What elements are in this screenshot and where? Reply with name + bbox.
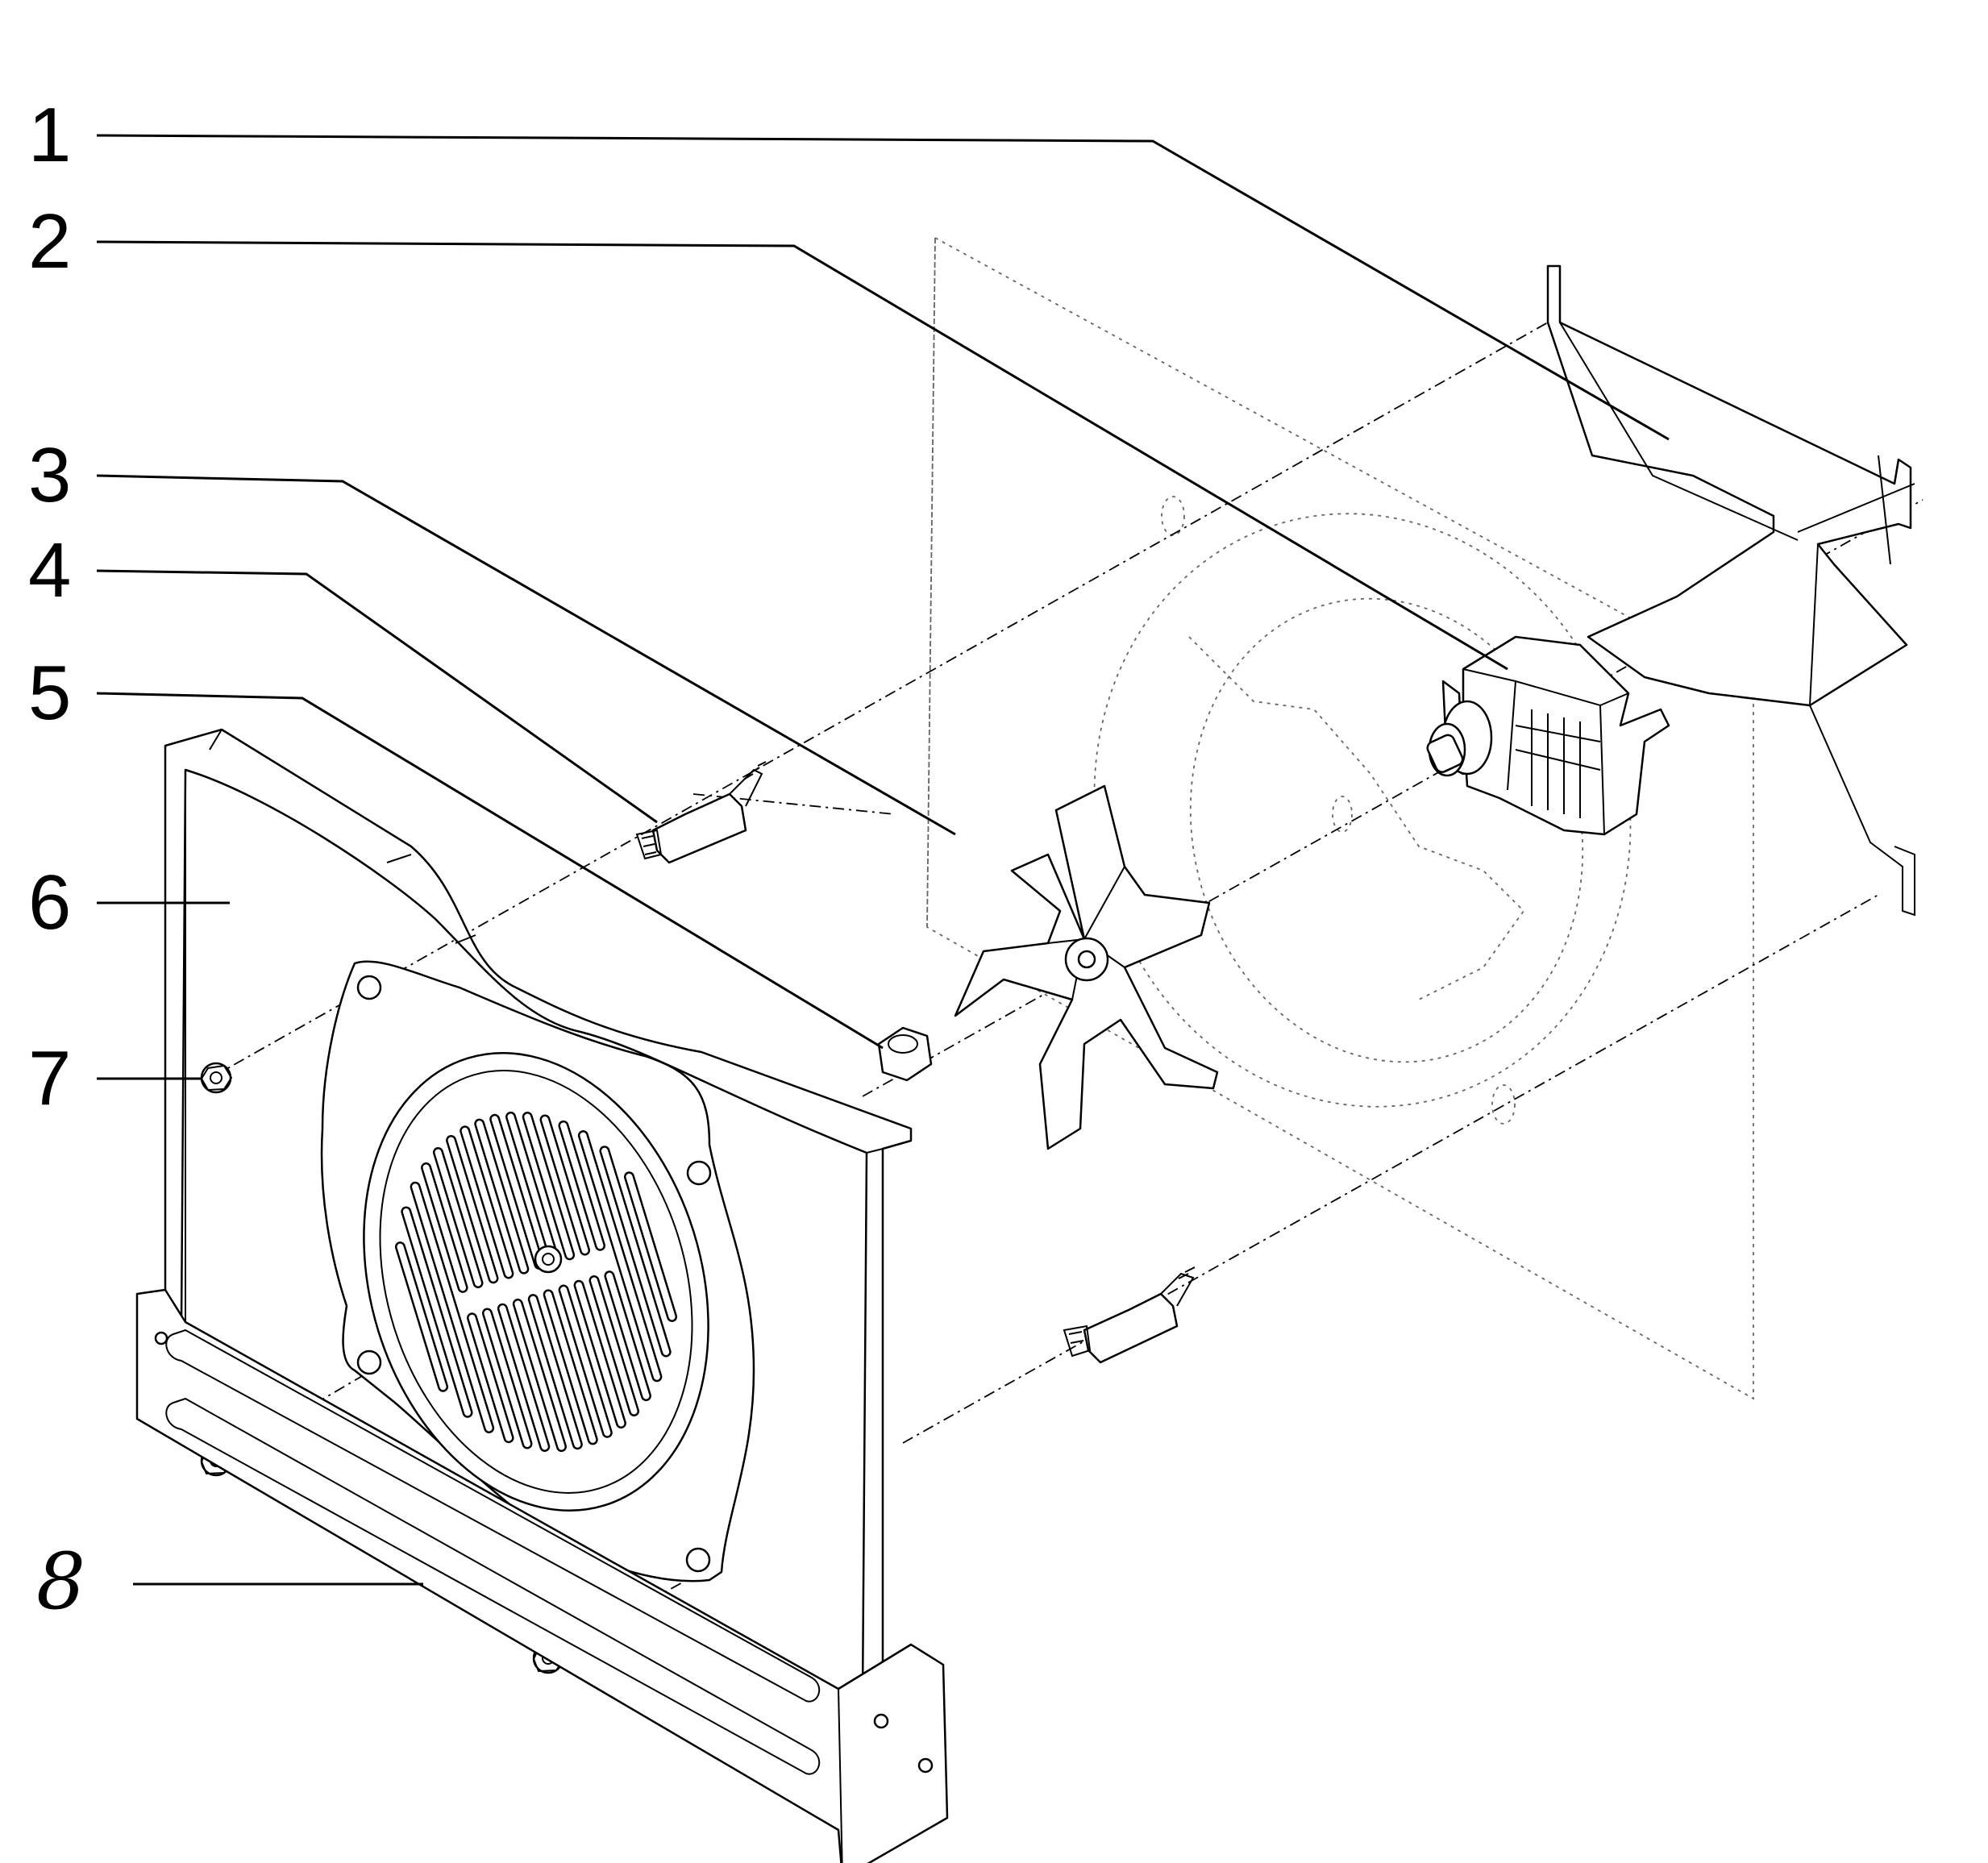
mounting-bracket xyxy=(1546,264,1915,917)
fan-blade xyxy=(954,784,1219,1150)
flange-nut-center xyxy=(534,1245,563,1274)
callout-6: 6 xyxy=(28,859,71,946)
grille-slot-inner xyxy=(422,1164,467,1291)
grille-slot-inner xyxy=(397,1243,447,1391)
callout-1: 1 xyxy=(28,92,71,178)
grille-slot-inner xyxy=(476,1121,527,1273)
callout-8: 8 xyxy=(36,1537,85,1627)
leader-1 xyxy=(96,134,1670,441)
callout-numbers: 1 2 3 4 5 6 7 8 xyxy=(28,92,85,1627)
grille-slot-inner xyxy=(605,1272,650,1399)
grille-slots xyxy=(394,1111,678,1453)
grille-slot-inner xyxy=(530,1295,581,1448)
grille-slot-inner xyxy=(447,1137,497,1282)
grille-slot-inner xyxy=(491,1116,543,1268)
fan-cover-plate xyxy=(164,728,913,1699)
grille-slot-inner xyxy=(484,1310,530,1447)
grille-slot-inner xyxy=(601,1147,670,1355)
hidden-rear-panel xyxy=(926,236,1754,1400)
grille-slot-inner xyxy=(580,1132,660,1380)
grille-slot-inner xyxy=(560,1287,611,1437)
grille-slot-inner xyxy=(542,1117,588,1254)
callout-7: 7 xyxy=(28,1035,71,1121)
leader-4 xyxy=(96,569,658,824)
grille-slot-inner xyxy=(402,1208,472,1416)
grille-slot-inner xyxy=(435,1149,481,1287)
callout-5: 5 xyxy=(28,650,71,736)
grille-slot-inner xyxy=(591,1277,638,1415)
spacer-stud-lower xyxy=(1063,1266,1196,1364)
leader-3 xyxy=(96,474,956,836)
fan-motor xyxy=(1426,635,1670,836)
leader-2 xyxy=(96,240,1508,671)
callout-leaders xyxy=(96,134,1670,1586)
spacer-stud-upper xyxy=(635,761,767,864)
bottom-rail xyxy=(135,1288,949,1863)
grille-slot-inner xyxy=(412,1183,493,1432)
callout-3: 3 xyxy=(28,432,71,518)
grille-slot-inner xyxy=(559,1122,604,1250)
grille-slot-inner xyxy=(524,1113,573,1258)
grille-slot-inner xyxy=(545,1291,597,1443)
grille-slot-inner xyxy=(576,1282,625,1427)
grille-slot-inner xyxy=(499,1305,548,1450)
leader-5 xyxy=(96,692,884,1050)
callout-4: 4 xyxy=(28,527,71,613)
flange-nut-left xyxy=(200,1062,233,1094)
grille-slot-inner xyxy=(507,1113,558,1263)
grille-slot-inner xyxy=(461,1127,512,1277)
grille-slot-inner xyxy=(514,1300,565,1450)
grille-slot-inner xyxy=(626,1173,676,1320)
hex-nut xyxy=(877,1026,933,1082)
grille-slot-inner xyxy=(468,1314,513,1441)
callout-2: 2 xyxy=(28,198,71,285)
